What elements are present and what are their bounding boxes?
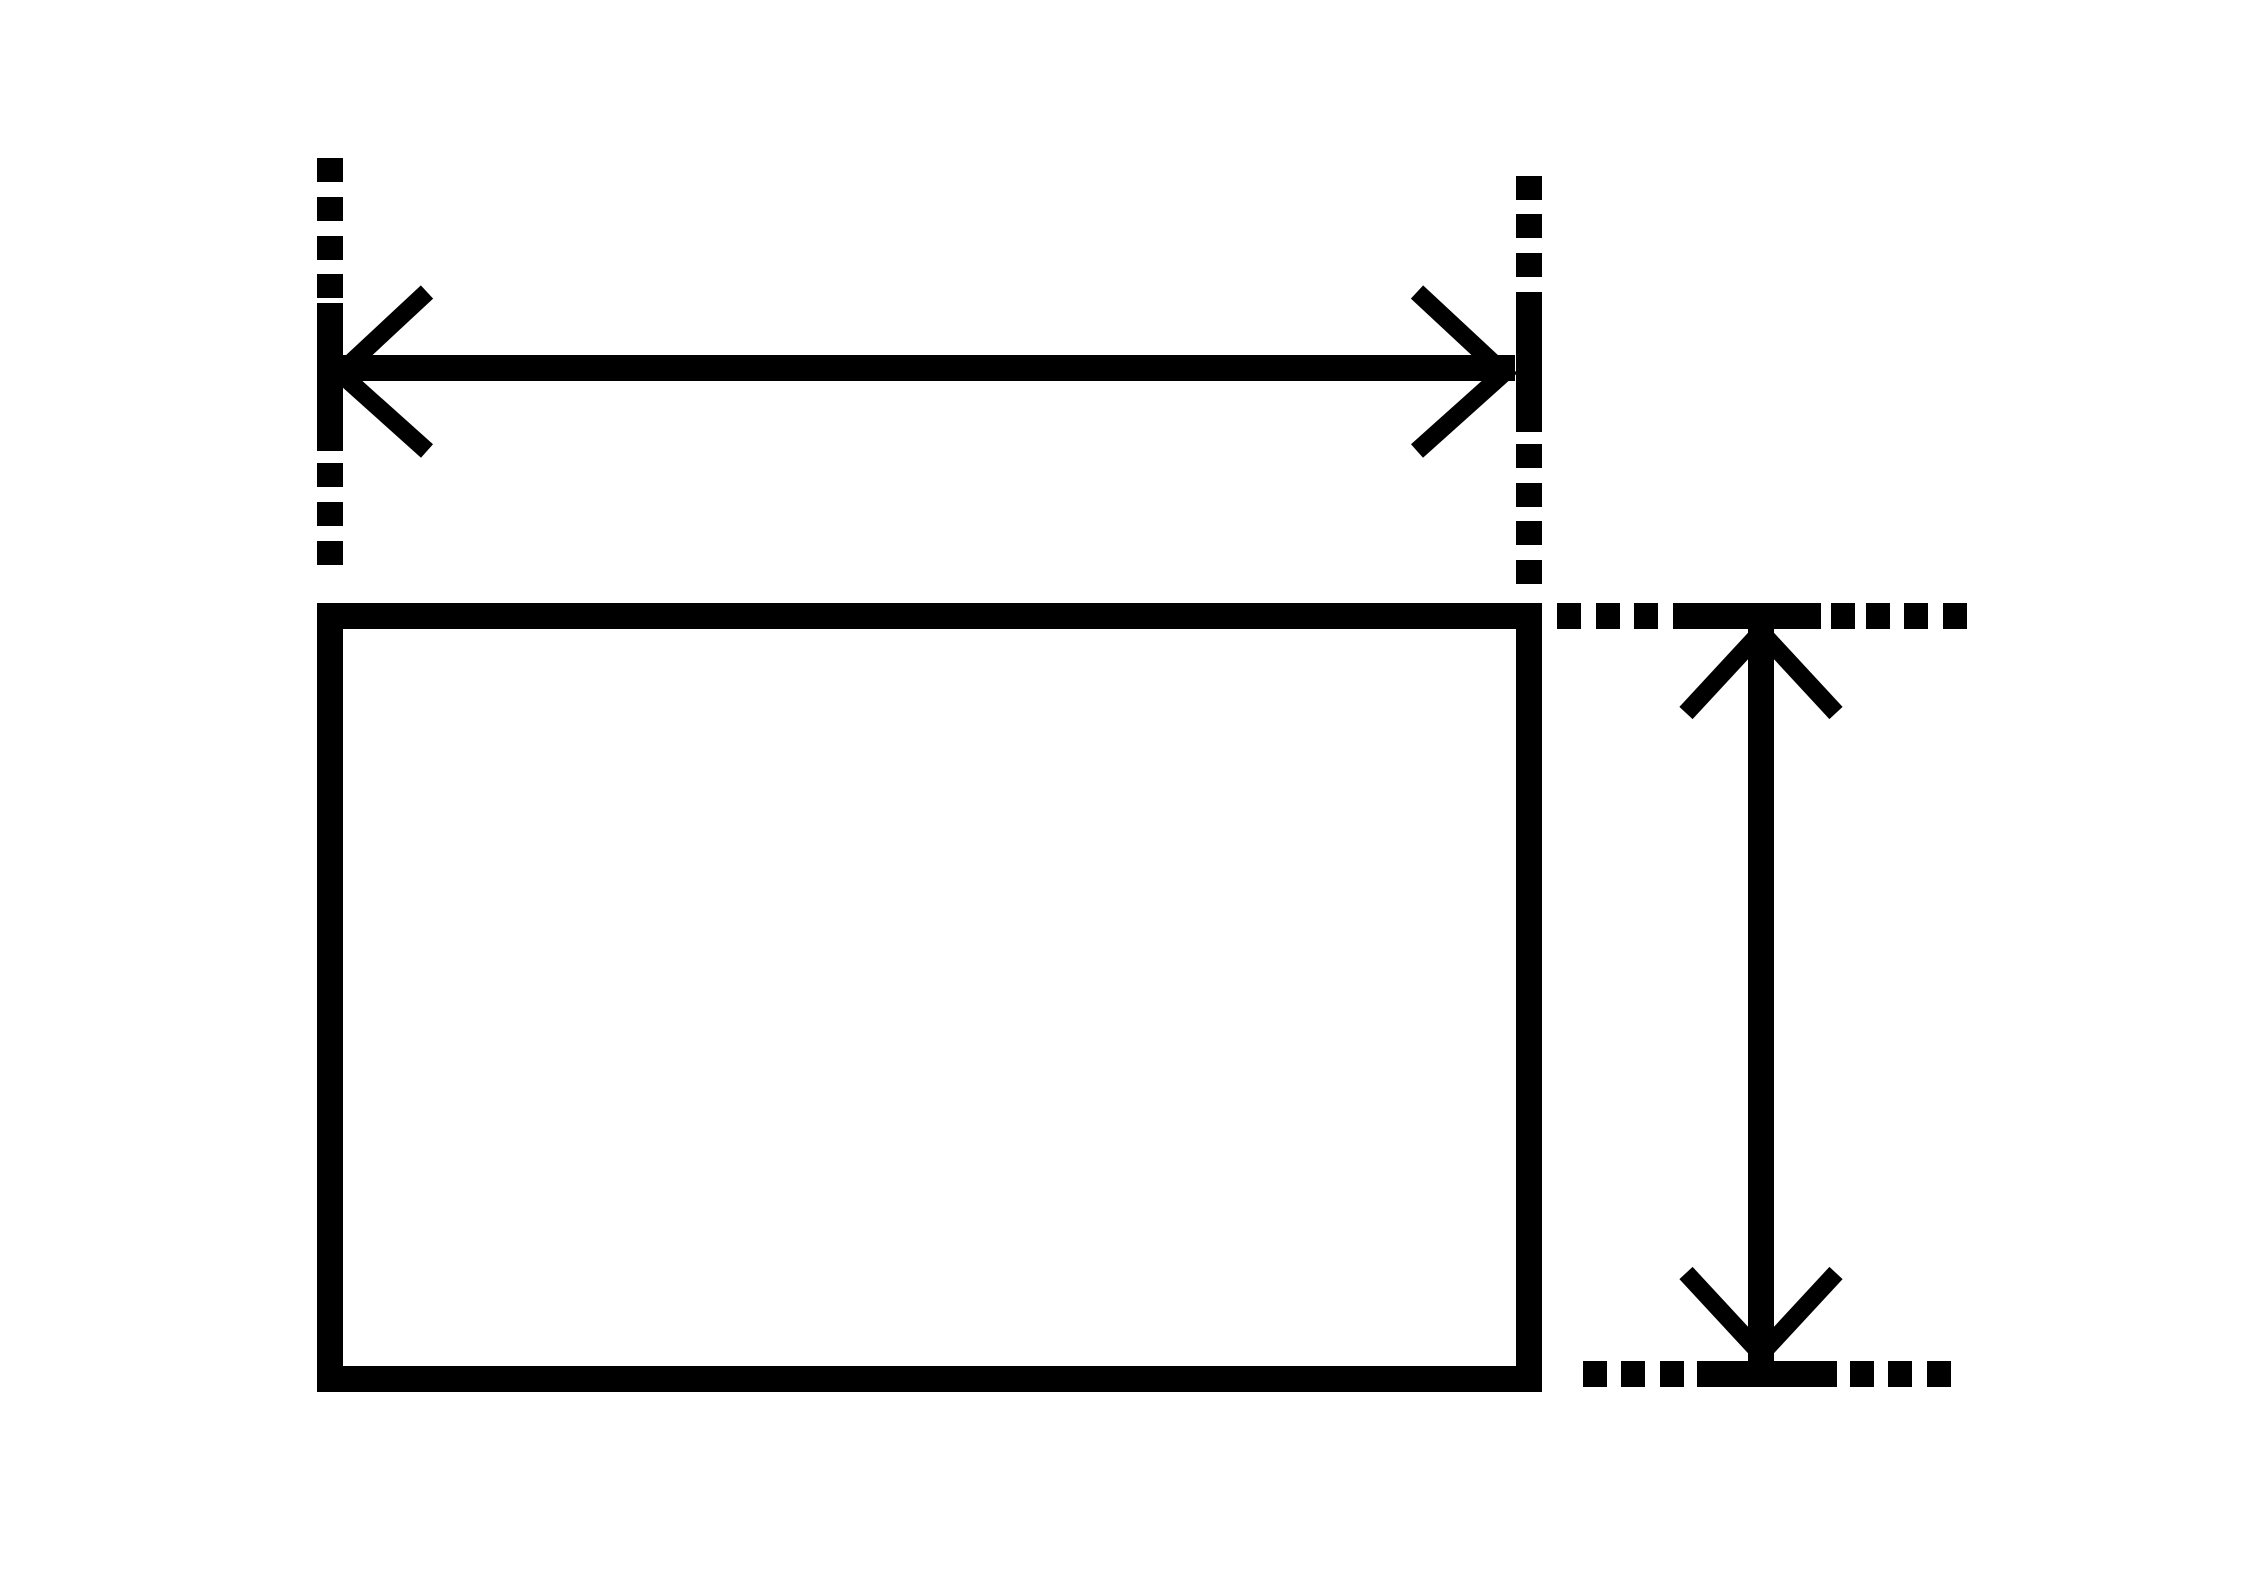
right-extension-line [1516, 176, 1542, 584]
bottom-extension-line [1583, 1361, 1951, 1387]
rectangle-outline [317, 603, 1542, 1392]
width-dimension-arrow [326, 285, 1518, 458]
top-extension-line [1557, 603, 1967, 629]
height-dimension-arrow [1679, 618, 1843, 1368]
left-extension-line [317, 158, 343, 565]
